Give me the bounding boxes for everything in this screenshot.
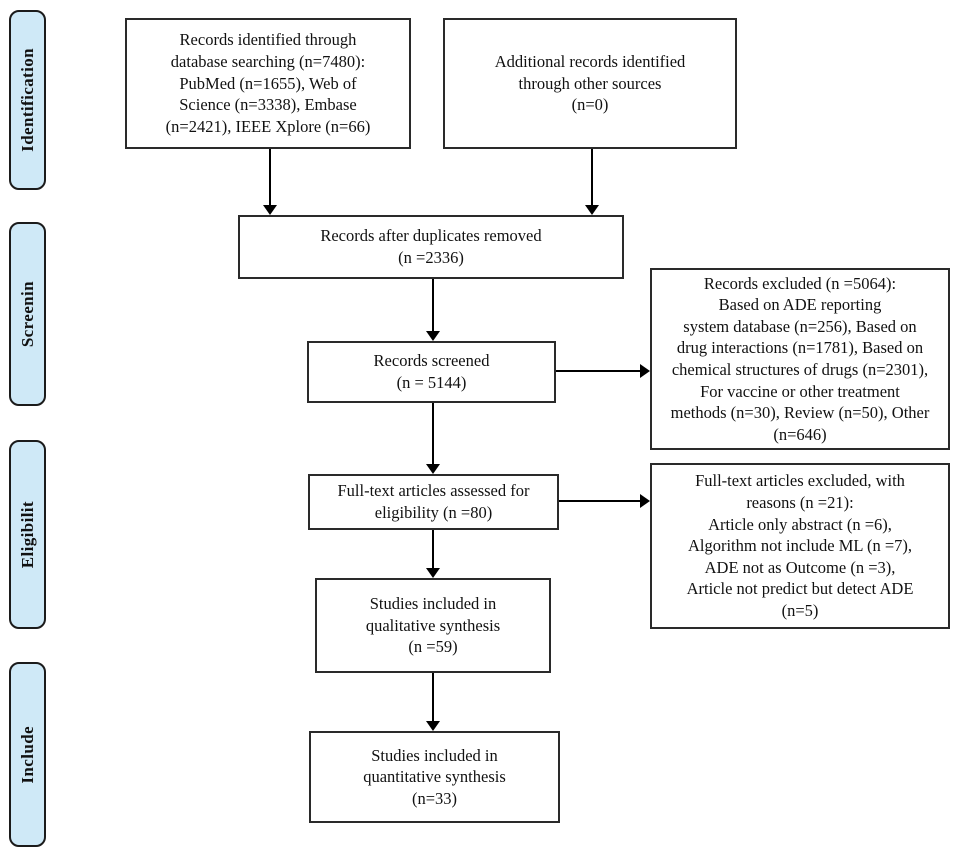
arrow-shaft: [556, 370, 641, 372]
arrow-head-down-icon: [426, 721, 440, 731]
box-qualitative-synthesis: Studies included in qualitative synthesi…: [315, 578, 551, 673]
box-fulltext-excluded: Full-text articles excluded, with reason…: [650, 463, 950, 629]
stage-eligibility: Eligibilit: [9, 440, 46, 629]
stage-eligibility-label: Eligibilit: [17, 500, 37, 569]
arrow-additional-to-duplicates: [585, 149, 599, 215]
box-fulltext-excluded-text: Full-text articles excluded, with reason…: [686, 471, 914, 621]
stage-screening: Screenin: [9, 222, 46, 406]
arrow-head-down-icon: [426, 331, 440, 341]
stage-include: Include: [9, 662, 46, 847]
box-records-identified: Records identified through database sear…: [125, 18, 411, 149]
arrow-shaft: [432, 530, 434, 569]
arrow-head-down-icon: [585, 205, 599, 215]
arrow-shaft: [559, 500, 641, 502]
arrow-shaft: [432, 279, 434, 332]
arrow-screened-to-fulltext: [426, 403, 440, 474]
stage-identification-label: Identification: [17, 48, 37, 152]
box-qualitative-synthesis-text: Studies included in qualitative synthesi…: [365, 594, 501, 657]
arrow-head-down-icon: [263, 205, 277, 215]
box-quantitative-synthesis: Studies included in quantitative synthes…: [309, 731, 560, 823]
arrow-head-down-icon: [426, 568, 440, 578]
arrow-duplicates-to-screened: [426, 279, 440, 341]
arrow-fulltext-to-excluded: [559, 494, 650, 508]
box-fulltext-assessed: Full-text articles assessed for eligibil…: [308, 474, 559, 530]
stage-include-label: Include: [17, 725, 37, 784]
arrow-shaft: [591, 149, 593, 206]
arrow-head-right-icon: [640, 364, 650, 378]
arrow-shaft: [432, 403, 434, 465]
box-duplicates-removed: Records after duplicates removed (n =233…: [238, 215, 624, 279]
arrow-screened-to-excluded: [556, 364, 650, 378]
arrow-identified-to-duplicates: [263, 149, 277, 215]
box-records-identified-text: Records identified through database sear…: [165, 30, 371, 136]
box-fulltext-assessed-text: Full-text articles assessed for eligibil…: [337, 481, 530, 522]
box-additional-records-text: Additional records identified through ot…: [494, 52, 686, 115]
stage-screening-label: Screenin: [17, 280, 37, 348]
box-records-screened: Records screened (n = 5144): [307, 341, 556, 403]
arrow-shaft: [269, 149, 271, 206]
box-records-excluded: Records excluded (n =5064): Based on ADE…: [650, 268, 950, 450]
arrow-fulltext-to-qualitative: [426, 530, 440, 578]
box-additional-records: Additional records identified through ot…: [443, 18, 737, 149]
box-quantitative-synthesis-text: Studies included in quantitative synthes…: [363, 745, 506, 808]
arrow-shaft: [432, 673, 434, 722]
box-records-excluded-text: Records excluded (n =5064): Based on ADE…: [670, 273, 930, 444]
arrow-head-right-icon: [640, 494, 650, 508]
box-duplicates-removed-text: Records after duplicates removed (n =233…: [320, 226, 542, 267]
stage-identification: Identification: [9, 10, 46, 190]
arrow-qualitative-to-quantitative: [426, 673, 440, 731]
box-records-screened-text: Records screened (n = 5144): [373, 351, 490, 392]
arrow-head-down-icon: [426, 464, 440, 474]
